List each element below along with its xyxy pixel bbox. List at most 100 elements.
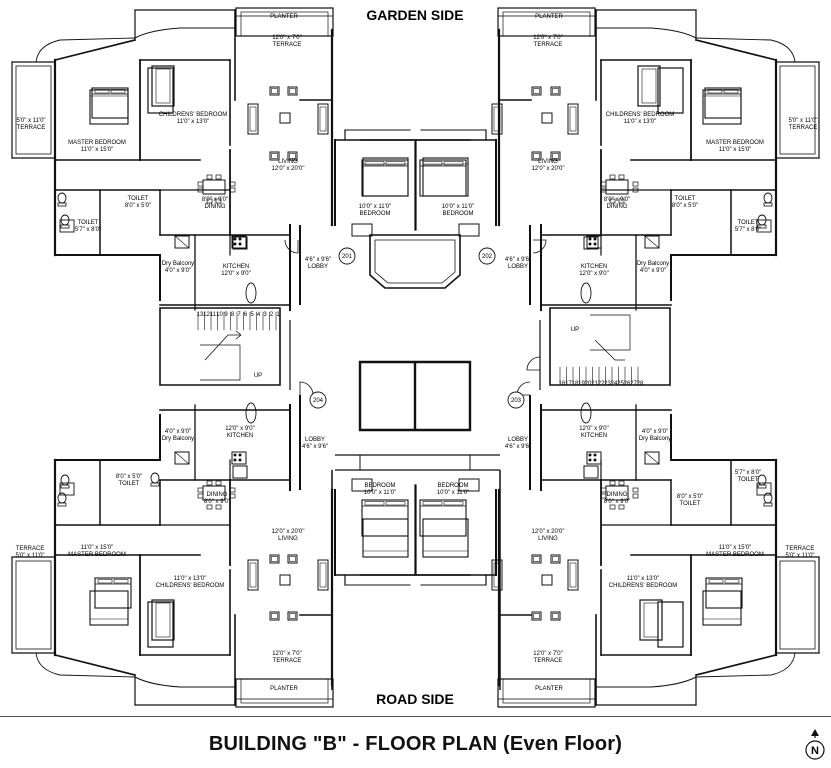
room-label: BEDROOM — [359, 211, 390, 217]
stair-up-label: UP — [571, 327, 579, 333]
room-label: 12'0" x 9'0" — [221, 271, 251, 277]
north-arrow-icon: N — [805, 729, 825, 760]
room-label: TOILET — [78, 220, 99, 226]
burner-icon — [593, 242, 597, 246]
bed-icon — [422, 518, 469, 558]
room-label: LOBBY — [508, 264, 528, 270]
road-side-heading: ROAD SIDE — [376, 691, 454, 707]
room-label: 4'0" x 9'0" — [165, 268, 191, 274]
north-label: N — [811, 745, 819, 757]
room-label: TOILET — [128, 196, 149, 202]
room-label: 12'0" x 7'0" — [533, 651, 563, 657]
bed-icon — [364, 161, 385, 166]
armchair-icon — [269, 86, 280, 96]
room-label: 8'0" x 9'0" — [202, 197, 228, 203]
stair-number: 16 — [559, 381, 566, 387]
burner-icon — [238, 242, 242, 246]
room-label: 5'0" x 11'0" — [16, 118, 45, 124]
door-swing — [284, 239, 299, 254]
core-structure — [289, 320, 541, 390]
room-label: 5'0" x 11'0" — [15, 553, 44, 559]
facade-curve — [695, 652, 796, 678]
dining-chair-icon — [600, 487, 607, 493]
facade-curve — [695, 37, 796, 63]
side-terrace — [15, 560, 52, 650]
toilet-icon — [757, 224, 767, 229]
room-label: MASTER BEDROOM — [68, 552, 126, 558]
bed-icon — [422, 501, 443, 506]
burner-icon — [588, 242, 592, 246]
armchair-icon — [271, 88, 278, 94]
room-label: 12'0" x 7'0" — [272, 651, 302, 657]
stair-flight — [590, 314, 631, 351]
armchair-icon — [289, 556, 296, 562]
toilet-icon — [763, 192, 773, 204]
core-structure — [340, 454, 490, 471]
burner-icon — [233, 237, 237, 241]
dining-chair-icon — [215, 174, 222, 180]
room-label: TOILET — [675, 196, 696, 202]
room-label: 11'0" x 15'0" — [719, 147, 751, 153]
sofa-icon — [569, 106, 577, 132]
dining-chair-icon — [609, 174, 616, 180]
armchair-icon — [550, 151, 561, 161]
dining-chair-icon — [206, 198, 213, 204]
room-label: 11'0" x 13'0" — [624, 119, 656, 125]
armchair-icon — [550, 611, 561, 621]
burner-icon — [588, 237, 592, 241]
room-label: Dry Balcony — [162, 436, 194, 442]
room-label: LIVING — [278, 536, 298, 542]
armchair-icon — [533, 613, 540, 619]
apartment-tl — [11, 7, 471, 311]
bed-icon — [443, 501, 464, 506]
core-structure — [299, 225, 531, 490]
bed-icon — [385, 161, 406, 166]
room-label: TOILET — [738, 220, 759, 226]
armchair-icon — [552, 153, 559, 159]
dining-chair-icon — [618, 198, 625, 204]
sofa-icon — [567, 559, 579, 591]
armchair-icon — [269, 554, 280, 564]
facade-curve — [134, 676, 235, 688]
room-label: 4'0" x 9'0" — [642, 429, 668, 435]
stair-number: 10 — [216, 312, 223, 318]
dining-chair-icon — [618, 480, 625, 486]
sink-icon — [174, 451, 190, 465]
side-terrace — [15, 65, 52, 155]
core-structure — [331, 470, 501, 690]
armchair-icon — [287, 554, 298, 564]
room-label: 12'0" x 9'0" — [225, 426, 255, 432]
room-label: 11'0" x 13'0" — [627, 576, 659, 582]
wardrobe — [639, 599, 663, 641]
room-label: 8'0" x 9'0" — [204, 499, 230, 505]
wardrobe — [155, 68, 171, 104]
stair-number: 17 — [565, 381, 572, 387]
fridge-icon — [245, 402, 257, 424]
sofa-icon — [319, 106, 327, 132]
room-label: 11'0" x 15'0" — [81, 147, 113, 153]
plan-title: BUILDING "B" - FLOOR PLAN (Even Floor) — [208, 733, 623, 755]
dining-chair-icon — [197, 487, 204, 493]
planter-label: PLANTER — [535, 14, 563, 20]
sofa-icon — [247, 103, 259, 135]
title-divider — [0, 716, 831, 717]
stair-number: 12 — [203, 312, 210, 318]
armchair-icon — [533, 556, 540, 562]
front-terrace — [502, 678, 591, 704]
core-structure — [358, 360, 472, 432]
room-label: TERRACE — [273, 42, 302, 48]
stove-icon — [583, 236, 599, 250]
wardrobe — [643, 602, 659, 638]
bed-icon — [724, 579, 740, 584]
sofa-icon — [491, 559, 503, 591]
armchair-icon — [271, 153, 278, 159]
stair-arrow — [235, 330, 242, 340]
wardrobe — [147, 67, 174, 114]
room-label: 12'0" x 7'0" — [272, 35, 302, 41]
armchair-icon — [533, 153, 540, 159]
room-label: 4'0" x 9'0" — [165, 429, 191, 435]
room-label: 4'6" x 9'6" — [505, 257, 531, 263]
burner-icon — [593, 453, 597, 457]
stair-number: 9 — [224, 312, 228, 318]
toilet-icon — [60, 224, 70, 229]
